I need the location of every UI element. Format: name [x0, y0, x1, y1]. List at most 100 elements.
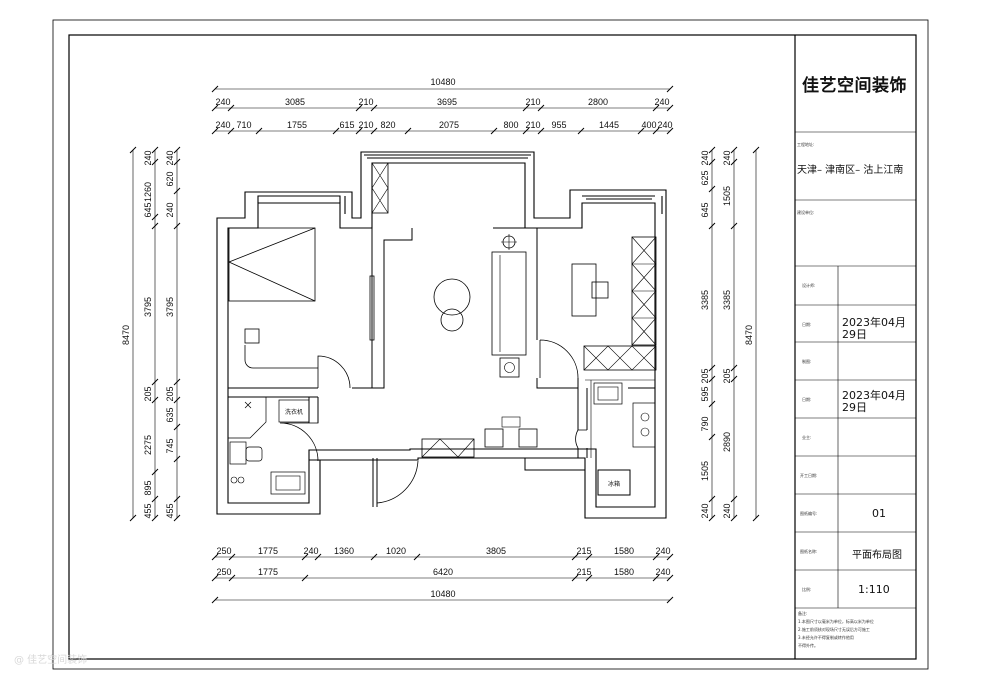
bathroom-sink-basin [275, 475, 301, 491]
notes-line-1: 1.本图尺寸以毫米为单位，标高以米为单位 [798, 619, 874, 624]
sofa [491, 251, 527, 356]
svg-text:240: 240 [215, 120, 230, 130]
svg-text:250: 250 [216, 567, 231, 577]
svg-text:205: 205 [722, 368, 732, 383]
svg-text:205: 205 [700, 368, 710, 383]
shower-area [228, 397, 267, 439]
svg-text:625: 625 [700, 170, 710, 185]
svg-text:1775: 1775 [258, 567, 278, 577]
svg-text:240: 240 [165, 202, 175, 217]
svg-text:955: 955 [551, 120, 566, 130]
svg-text:210: 210 [525, 97, 540, 107]
stove-burner-2 [640, 427, 650, 437]
stove-burner-1 [640, 412, 650, 422]
side-table [499, 357, 520, 378]
svg-text:250: 250 [216, 546, 231, 556]
dining-desk [501, 416, 521, 428]
title-block-grid [795, 131, 916, 609]
svg-text:240: 240 [722, 150, 732, 165]
svg-text:3795: 3795 [165, 297, 175, 317]
kitchen-sink [593, 382, 623, 405]
svg-text:3695: 3695 [437, 97, 457, 107]
drawing-name-value: 平面布局图 [852, 550, 902, 561]
svg-text:240: 240 [215, 97, 230, 107]
svg-text:3385: 3385 [722, 290, 732, 310]
svg-text:205: 205 [143, 386, 153, 401]
bedside-chair [244, 328, 260, 344]
svg-text:745: 745 [165, 438, 175, 453]
dining-stool [440, 308, 464, 332]
notes-line-4: 不得外传。 [798, 643, 818, 648]
start-date-label: 开工日期: [800, 473, 818, 478]
svg-text:240: 240 [303, 546, 318, 556]
toilet-tank [245, 446, 263, 462]
svg-text:3385: 3385 [700, 290, 710, 310]
dim-top-row1: 240 3085 210 3695 210 2800 240 [215, 97, 669, 107]
bed [228, 227, 316, 302]
date1-value: 2023年04月29日 [842, 316, 906, 341]
svg-text:2075: 2075 [439, 120, 459, 130]
floor-drain-2 [237, 476, 245, 484]
svg-text:635: 635 [165, 407, 175, 422]
dim-left-inner: 240 620 240 3795 205 635 745 455 [165, 150, 175, 518]
washer-box [278, 399, 310, 423]
svg-text:6420: 6420 [433, 567, 453, 577]
wardrobe [369, 275, 375, 341]
owner-label: 业主: [802, 435, 812, 440]
svg-text:620: 620 [165, 171, 175, 186]
svg-text:2890: 2890 [722, 432, 732, 452]
outer-border [52, 19, 929, 670]
watermark: @ 佳艺空间装饰 [14, 655, 88, 666]
drawing-no-label: 图纸编号: [800, 511, 818, 516]
svg-text:240: 240 [655, 546, 670, 556]
doors [279, 339, 587, 504]
dim-bottom-total: 10480 [430, 589, 455, 599]
svg-text:1775: 1775 [258, 546, 278, 556]
scale-label: 比例: [802, 587, 812, 592]
svg-text:2800: 2800 [588, 97, 608, 107]
svg-text:205: 205 [165, 386, 175, 401]
kitchen-sink-basin [597, 386, 619, 401]
toilet [229, 441, 247, 465]
svg-text:210: 210 [525, 120, 540, 130]
svg-text:645: 645 [700, 202, 710, 217]
drawing-name-label: 图纸名称: [800, 549, 818, 554]
drafter-label: 制图: [802, 359, 812, 364]
svg-text:240: 240 [654, 97, 669, 107]
svg-text:2275: 2275 [143, 435, 153, 455]
svg-text:1505: 1505 [700, 461, 710, 481]
scale-value: 1:110 [858, 583, 890, 596]
svg-text:645: 645 [143, 202, 153, 217]
dim-right-inner: 240 1505 3385 205 2890 240 [722, 150, 732, 518]
notes-line-2: 2.施工前须核对现场尺寸无误后方可施工 [798, 627, 870, 632]
svg-text:1020: 1020 [386, 546, 406, 556]
dim-bottom-row1: 250 1775 240 1360 1020 3805 215 1580 240 [216, 546, 670, 556]
bottom-cabinet-cross [583, 345, 657, 371]
dim-left-total: 8470 [121, 325, 131, 345]
date1-label: 日期: [802, 322, 812, 327]
svg-text:215: 215 [576, 567, 591, 577]
window-cabinet-cross [371, 162, 389, 214]
svg-text:240: 240 [700, 150, 710, 165]
svg-text:790: 790 [700, 416, 710, 431]
chair-right [518, 428, 538, 448]
notes-title: 备注: [798, 611, 808, 616]
svg-text:820: 820 [380, 120, 395, 130]
dim-left-outer: 240 1260 645 3795 205 2275 895 455 [143, 150, 153, 518]
window-cabinet [371, 162, 389, 214]
construction-unit-label: 建设单位: [797, 210, 815, 215]
dining-table [433, 278, 471, 316]
svg-text:615: 615 [339, 120, 354, 130]
drawing-no-value: 01 [872, 507, 886, 520]
fridge-label: 冰箱 [608, 480, 620, 488]
inner-border [68, 34, 917, 660]
date2-label: 日期: [802, 397, 812, 402]
project-address: 天津– 津南区– 沽上江南 [797, 165, 904, 176]
svg-text:3795: 3795 [143, 297, 153, 317]
date2-value: 2023年04月29日 [842, 389, 906, 414]
bottom-cabinet [583, 345, 657, 371]
washer-label: 洗衣机 [285, 408, 303, 416]
side-table-lamp [504, 362, 515, 373]
dim-right-total: 8470 [744, 325, 754, 345]
designer-label: 设计师: [802, 283, 816, 288]
